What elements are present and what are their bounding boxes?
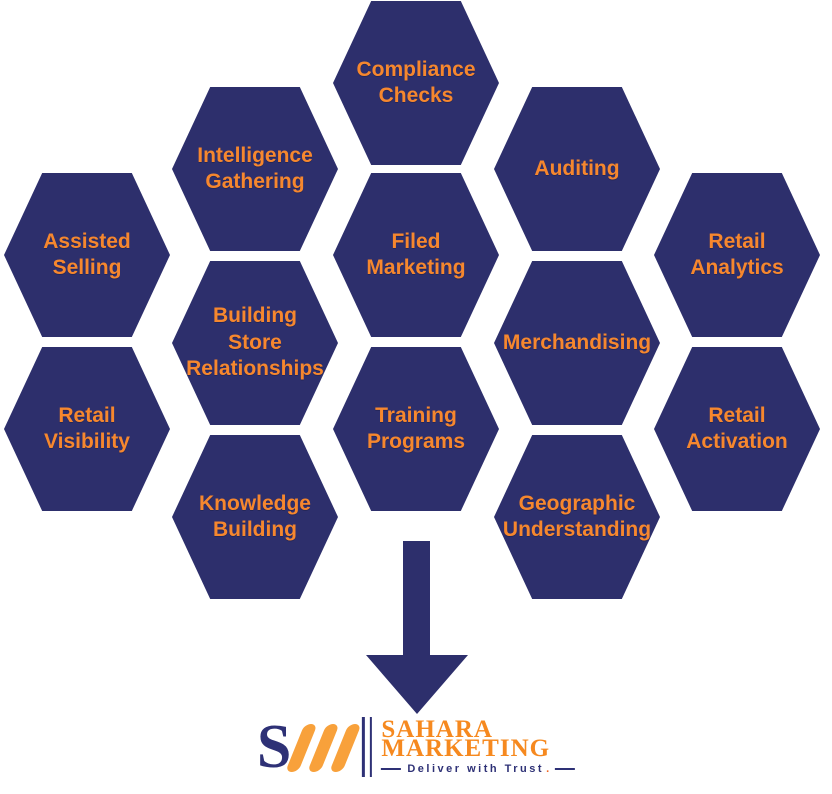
hexagon-label: Merchandising xyxy=(502,330,652,354)
hexagon-building-store-relationships: Building Store Relationships xyxy=(172,261,338,425)
hexagon-label: Training Programs xyxy=(366,403,466,453)
tagline-row: Deliver with Trust . xyxy=(381,762,576,775)
tagline-period: . xyxy=(546,762,550,775)
hexagon-label: Compliance Checks xyxy=(356,57,476,107)
hexagon-label: Geographic Understanding xyxy=(502,491,652,541)
sahara-marketing-logo: S SAHARA MARKETING Deliver with Trust . xyxy=(256,713,576,781)
hexagon-label: Retail Visibility xyxy=(44,403,130,453)
hexagon-label: Filed Marketing xyxy=(366,229,466,279)
logo-divider-bars xyxy=(362,717,373,777)
hexagon-label: Retail Analytics xyxy=(690,229,784,279)
logo-stripes-icon xyxy=(285,722,363,772)
hexagon-assisted-selling: Assisted Selling xyxy=(4,173,170,337)
hexagon-label: Knowledge Building xyxy=(198,491,311,541)
hexagon-training-programs: Training Programs xyxy=(333,347,499,511)
brand-name-line2: MARKETING xyxy=(381,735,551,762)
hexagon-knowledge-building: Knowledge Building xyxy=(172,435,338,599)
hexagon-filed-marketing: Filed Marketing xyxy=(333,173,499,337)
hexagon-retail-visibility: Retail Visibility xyxy=(4,347,170,511)
tagline-dash-right xyxy=(555,767,576,770)
hexagon-merchandising: Merchandising xyxy=(494,261,660,425)
down-arrow-icon xyxy=(366,541,468,714)
hexagon-label: Building Store Relationships xyxy=(186,304,324,381)
hexagon-auditing: Auditing xyxy=(494,87,660,251)
hexagon-label: Auditing xyxy=(534,156,620,180)
tagline-dash-left xyxy=(381,767,402,770)
brand-name-line1: SAHARA xyxy=(381,715,493,743)
hexagon-label: Assisted Selling xyxy=(43,229,131,279)
tagline-text: Deliver with Trust xyxy=(407,762,545,775)
hexagon-label: Intelligence Gathering xyxy=(197,143,313,193)
hexagon-geographic-understanding: Geographic Understanding xyxy=(494,435,660,599)
hexagon-compliance-checks: Compliance Checks xyxy=(333,1,499,165)
logo-wordmark: SAHARA MARKETING Deliver with Trust . xyxy=(381,715,576,775)
hexagon-label: Retail Activation xyxy=(686,403,788,453)
hexagon-retail-activation: Retail Activation xyxy=(654,347,820,511)
logo-monogram-s: S xyxy=(256,713,292,781)
hexagon-retail-analytics: Retail Analytics xyxy=(654,173,820,337)
hexagon-intelligence-gathering: Intelligence Gathering xyxy=(172,87,338,251)
